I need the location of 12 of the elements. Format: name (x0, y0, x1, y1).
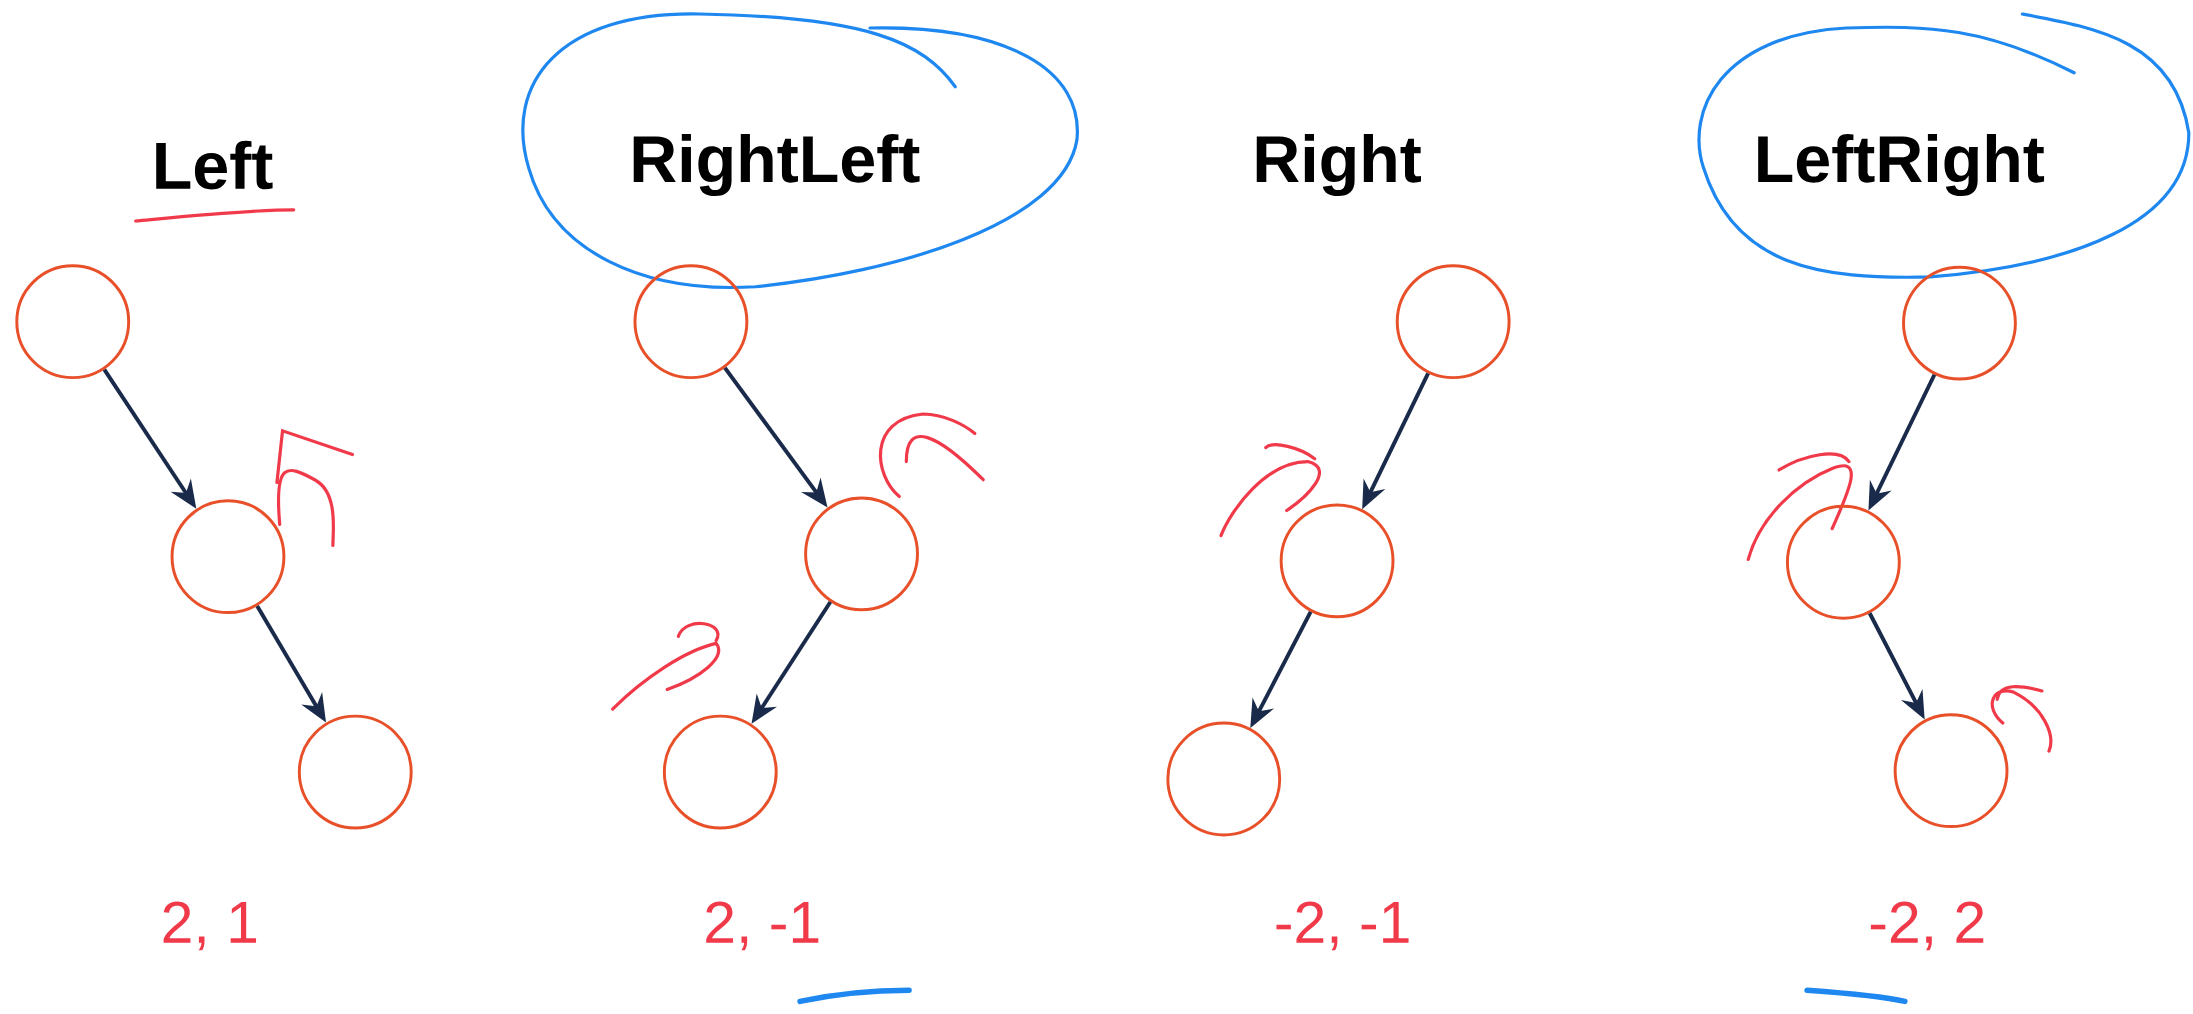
tree-node (1785, 504, 1901, 620)
tree-node (1395, 264, 1511, 380)
tree-node (170, 499, 286, 615)
tree-node (1279, 503, 1395, 619)
tree-node (633, 264, 749, 380)
tree-node (15, 264, 131, 380)
tree-node (804, 496, 919, 612)
tree-node (1166, 721, 1282, 837)
tree-node (662, 714, 778, 830)
tree-node (297, 714, 413, 830)
tree-node (1893, 713, 2009, 829)
tree-node (1902, 265, 2017, 381)
